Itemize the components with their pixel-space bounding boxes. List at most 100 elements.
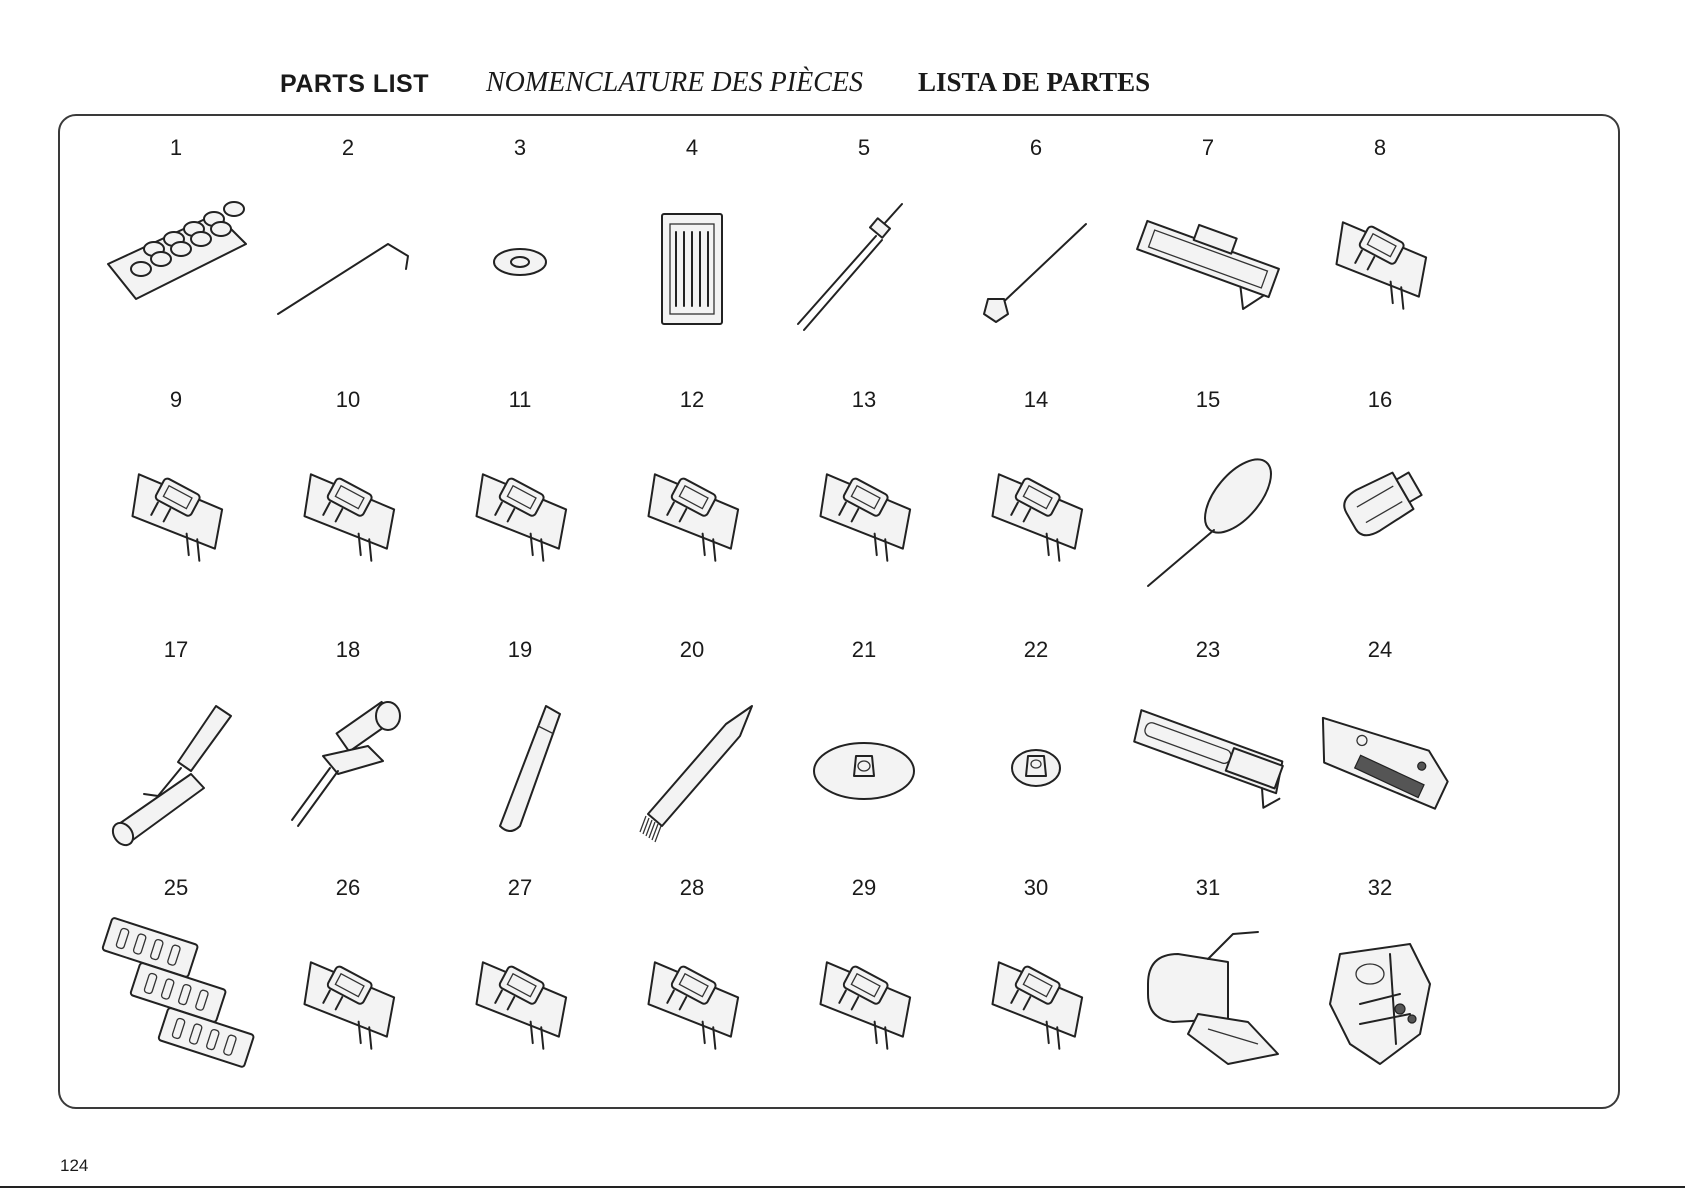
- part-number: 8: [1374, 130, 1386, 166]
- title-english: PARTS LIST: [280, 70, 429, 99]
- screwdriver-icon: [268, 676, 428, 846]
- part-number: 30: [1024, 870, 1048, 906]
- part-item: 22: [950, 632, 1122, 870]
- presser-foot-icon: [784, 914, 944, 1084]
- presser-foot-icon: [956, 426, 1116, 596]
- part-number: 29: [852, 870, 876, 906]
- part-item: 6: [950, 130, 1122, 382]
- presser-foot-icon: [440, 426, 600, 596]
- part-item: 2: [262, 130, 434, 382]
- part-number: 15: [1196, 382, 1220, 418]
- part-number: 14: [1024, 382, 1048, 418]
- part-number: 17: [164, 632, 188, 668]
- needle-threader-icon: [1128, 426, 1288, 596]
- part-item: 18: [262, 632, 434, 870]
- part-number: 2: [342, 130, 354, 166]
- part-number: 6: [1030, 130, 1042, 166]
- part-number: 31: [1196, 870, 1220, 906]
- part-number: 32: [1368, 870, 1392, 906]
- part-item: 16: [1294, 382, 1466, 632]
- part-item: 3: [434, 130, 606, 382]
- part-item: 26: [262, 870, 434, 1100]
- part-item: 5: [778, 130, 950, 382]
- part-item: 29: [778, 870, 950, 1100]
- needle-set-icon: [612, 174, 772, 344]
- part-item: 24: [1294, 632, 1466, 870]
- part-item: 32: [1294, 870, 1466, 1100]
- part-number: 1: [170, 130, 182, 166]
- page-number: 124: [60, 1156, 88, 1176]
- part-item: 17: [90, 632, 262, 870]
- cam-plates-icon: [96, 914, 256, 1084]
- part-number: 10: [336, 382, 360, 418]
- walking-foot-icon: [1128, 914, 1288, 1084]
- part-number: 4: [686, 130, 698, 166]
- large-spool-holder-icon: [784, 676, 944, 846]
- title-french: NOMENCLATURE DES PIÈCES: [486, 67, 863, 99]
- part-number: 13: [852, 382, 876, 418]
- part-number: 22: [1024, 632, 1048, 668]
- buttonhole-foot-icon: [1128, 174, 1288, 344]
- part-number: 28: [680, 870, 704, 906]
- part-number: 24: [1368, 632, 1392, 668]
- part-number: 9: [170, 382, 182, 418]
- part-item: 1: [90, 130, 262, 382]
- part-item: 28: [606, 870, 778, 1100]
- part-item: 25: [90, 870, 262, 1100]
- part-item: 20: [606, 632, 778, 870]
- light-bulb-icon: [1300, 426, 1460, 596]
- part-item: 4: [606, 130, 778, 382]
- part-number: 3: [514, 130, 526, 166]
- part-number: 25: [164, 870, 188, 906]
- part-item: 15: [1122, 382, 1294, 632]
- twin-needle-icon: [784, 174, 944, 344]
- presser-foot-icon: [612, 426, 772, 596]
- part-number: 12: [680, 382, 704, 418]
- part-item: 23: [1122, 632, 1294, 870]
- seam-ripper-icon: [96, 676, 256, 846]
- small-spool-holder-icon: [956, 676, 1116, 846]
- lint-brush-icon: [612, 676, 772, 846]
- presser-foot-icon: [1300, 174, 1460, 344]
- part-number: 7: [1202, 130, 1214, 166]
- part-item: 11: [434, 382, 606, 632]
- spool-pin-icon: [956, 174, 1116, 344]
- presser-foot-icon: [268, 914, 428, 1084]
- part-item: 13: [778, 382, 950, 632]
- presser-foot-icon: [784, 426, 944, 596]
- part-number: 20: [680, 632, 704, 668]
- part-item: 21: [778, 632, 950, 870]
- part-item: 9: [90, 382, 262, 632]
- presser-foot-icon: [612, 914, 772, 1084]
- title-spanish: LISTA DE PARTES: [918, 67, 1150, 98]
- part-number: 21: [852, 632, 876, 668]
- part-number: 19: [508, 632, 532, 668]
- part-item: 27: [434, 870, 606, 1100]
- part-number: 16: [1368, 382, 1392, 418]
- part-item: 10: [262, 382, 434, 632]
- presser-foot-icon: [440, 914, 600, 1084]
- presser-foot-icon: [956, 914, 1116, 1084]
- part-number: 26: [336, 870, 360, 906]
- part-number: 23: [1196, 632, 1220, 668]
- presser-foot-icon: [268, 426, 428, 596]
- part-item: 19: [434, 632, 606, 870]
- seam-guide-icon: [1128, 676, 1288, 846]
- part-number: 11: [509, 382, 532, 418]
- darning-foot-icon: [1300, 914, 1460, 1084]
- part-item: 12: [606, 382, 778, 632]
- part-item: 30: [950, 870, 1122, 1100]
- part-number: 27: [508, 870, 532, 906]
- part-item: 7: [1122, 130, 1294, 382]
- footer-rule: [0, 1186, 1685, 1188]
- screwdriver-pen-icon: [440, 676, 600, 846]
- part-number: 18: [336, 632, 360, 668]
- needle-plate-icon: [1300, 676, 1460, 846]
- bobbins-card-icon: [96, 174, 256, 344]
- part-item: 8: [1294, 130, 1466, 382]
- part-item: 31: [1122, 870, 1294, 1100]
- part-number: 5: [858, 130, 870, 166]
- presser-foot-icon: [96, 426, 256, 596]
- spool-felt-icon: [440, 174, 600, 344]
